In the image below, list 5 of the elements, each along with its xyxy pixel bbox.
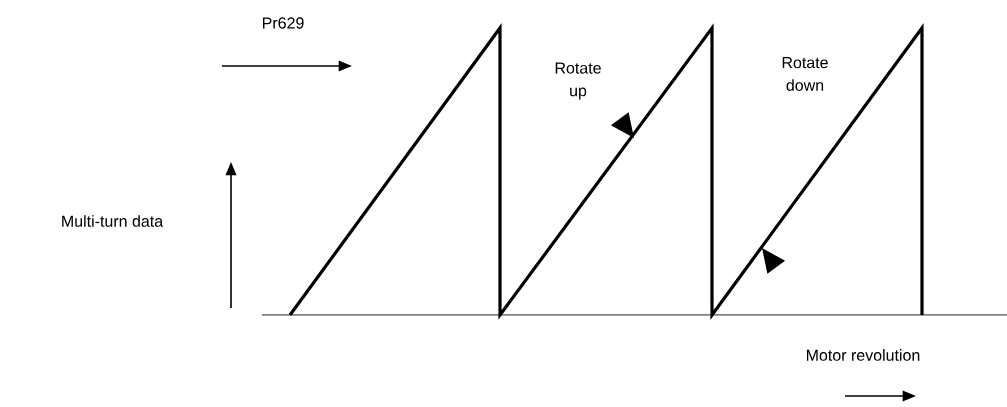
axis-label: Multi-turn data xyxy=(62,215,164,227)
axis-label: Pr629 xyxy=(263,17,304,29)
axis-label: Rotate down xyxy=(782,57,828,91)
axis-label: Rotate up xyxy=(555,62,601,100)
axis-label: Motor revolution xyxy=(806,349,920,361)
